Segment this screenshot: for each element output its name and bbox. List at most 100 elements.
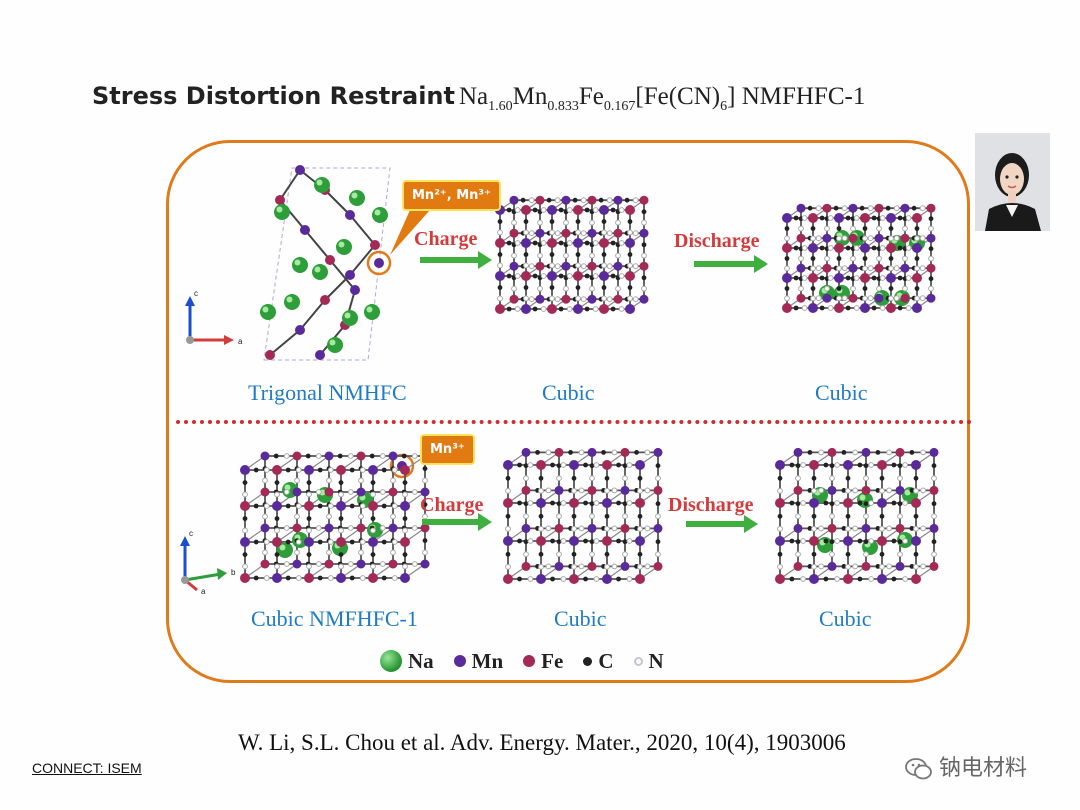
- top-cubic-discharged-fe-atom: [808, 273, 818, 283]
- bottom-cubic-discharged-mn-atom: [911, 460, 921, 470]
- bottom-cubic-discharged-c-atom: [823, 462, 829, 468]
- bottom-cubic-pristine-c-atom: [285, 539, 291, 545]
- top-cubic-charged-n-atom: [514, 306, 521, 312]
- legend-item-na: Na: [380, 649, 434, 674]
- bottom-cubic-discharged-c-atom: [879, 513, 885, 519]
- top-cubic-discharged-mn-atom: [860, 243, 870, 253]
- bottom-cubic-discharged-c-atom: [829, 539, 835, 545]
- bottom-cubic-discharged-fe-atom: [911, 574, 921, 584]
- title-bold: Stress Distortion Restraint: [92, 82, 455, 110]
- top-cubic-discharged-mn-atom: [900, 203, 910, 213]
- bottom-cubic-charged-c-atom: [616, 462, 621, 468]
- bottom-cubic-pristine-c-atom: [306, 516, 312, 521]
- bottom-cubic-discharged-c-atom: [931, 463, 937, 469]
- top-cubic-discharged-fe-atom: [796, 233, 806, 243]
- top-cubic-charged-c-atom: [523, 252, 529, 257]
- bottom-cubic-discharged-c-atom: [823, 500, 829, 506]
- bottom-cubic-discharged-n-atom: [863, 551, 869, 558]
- top-charge-arrow-head: [478, 251, 492, 269]
- bottom-cubic-pristine-n-atom: [338, 563, 344, 570]
- top-cubic-discharged-n-atom: [836, 235, 842, 242]
- bottom-cubic-charged-c-atom: [637, 551, 643, 557]
- legend-label-fe: Fe: [541, 648, 564, 673]
- bottom-cubic-pristine-c-atom: [253, 575, 259, 581]
- bottom-b-axis: [184, 572, 222, 582]
- bottom-charge-label: Charge: [420, 494, 484, 516]
- top-cubic-discharged-c-atom: [871, 245, 877, 251]
- bottom-cubic-discharged-c-atom: [897, 539, 903, 545]
- top-cubic-charged-mn-atom: [535, 294, 545, 304]
- bottom-cubic-charged-n-atom: [527, 462, 534, 468]
- top-cubic-discharged-n-atom: [902, 255, 908, 262]
- bottom-cubic-discharged-c-atom: [823, 538, 829, 544]
- top-cubic-charged-n-atom: [618, 207, 625, 213]
- top-axis-triad-origin: [186, 336, 194, 344]
- bottom-cubic-discharged-n-atom: [845, 525, 851, 532]
- na-highlight: [276, 206, 283, 213]
- top-cubic-discharged-mn-atom: [886, 273, 896, 283]
- top-cubic-charged-c-atom: [549, 285, 555, 290]
- trigonal-metal-atom: [265, 350, 275, 360]
- bottom-cubic-charged-c-atom: [622, 539, 628, 545]
- bottom-cubic-pristine-mn-atom: [292, 559, 302, 569]
- bottom-cubic-charged-mn-atom: [503, 536, 513, 546]
- bottom-cubic-discharged-n-atom: [920, 563, 927, 570]
- bottom-cubic-charged-c-atom: [622, 463, 628, 469]
- bottom-cubic-pristine-fe-atom: [356, 523, 366, 533]
- bottom-cubic-discharged-n-atom: [902, 500, 909, 506]
- bottom-cubic-discharged-n-atom: [879, 525, 885, 532]
- na-highlight: [338, 241, 345, 248]
- top-cubic-discharged-c-atom: [833, 205, 839, 211]
- top-cubic-charged-n-atom: [641, 252, 647, 259]
- top-cubic-charged-n-atom: [601, 262, 607, 269]
- bottom-cubic-pristine-n-atom: [347, 525, 354, 531]
- top-cubic-discharged-n-atom: [879, 305, 886, 311]
- bottom-cubic-discharged-n-atom: [834, 500, 841, 506]
- top-cubic-discharged-mn-atom: [782, 213, 792, 223]
- bottom-cubic-discharged-mn-atom: [929, 523, 939, 533]
- bottom-cubic-charged-mn-atom: [653, 523, 663, 533]
- bottom-cubic-pristine-c-atom: [422, 466, 428, 471]
- bottom-cubic-pristine-n-atom: [358, 549, 364, 556]
- top-cubic-charged-fe-atom: [587, 261, 597, 271]
- trigonal-bond: [269, 329, 301, 356]
- top-cubic-discharged-c-atom: [793, 215, 799, 221]
- bottom-cubic-pristine-fe-atom: [272, 465, 282, 475]
- bottom-cubic-pristine-n-atom: [315, 525, 322, 531]
- bottom-cubic-discharged-mn-atom: [827, 561, 837, 571]
- bottom-cubic-charged-n-atom: [626, 500, 633, 506]
- bottom-cubic-discharged-c-atom: [777, 475, 783, 481]
- top-cubic-charged-n-atom: [618, 306, 625, 312]
- top-cubic-discharged-c-atom: [888, 286, 894, 291]
- bottom-cubic-pristine-fe-atom: [304, 501, 314, 511]
- top-cubic-discharged-mn-atom: [822, 233, 832, 243]
- bottom-cubic-pristine-c-atom: [285, 503, 291, 509]
- bottom-cubic-charged-c-atom: [568, 450, 573, 455]
- top-cubic-charged-n-atom: [511, 285, 517, 292]
- bottom-cubic-pristine-c-atom: [401, 453, 407, 459]
- top-cubic-discharged-c-atom: [871, 215, 877, 221]
- top-cubic-charged-n-atom: [528, 230, 535, 237]
- top-cubic-charged-n-atom: [592, 273, 599, 279]
- top-cubic-discharged-fe-atom: [874, 263, 884, 273]
- bottom-cubic-charged-c-atom: [655, 463, 661, 469]
- footer-connect[interactable]: CONNECT: ISEM: [32, 760, 142, 776]
- bottom-cubic-charged-c-atom: [589, 501, 595, 507]
- top-cubic-discharged-mn-atom: [796, 263, 806, 273]
- top-cubic-charged-n-atom: [537, 252, 543, 259]
- bottom-cubic-discharged-c-atom: [891, 576, 897, 582]
- bottom-cubic-pristine-c-atom: [349, 503, 355, 509]
- bottom-cubic-charged-c-atom: [523, 539, 529, 545]
- bottom-cubic-pristine-n-atom: [358, 513, 364, 520]
- bottom-cubic-charged-n-atom: [637, 563, 643, 570]
- top-cubic-charged-mn-atom: [509, 195, 519, 205]
- bottom-cubic-discharged-n-atom: [845, 487, 851, 494]
- trigonal-na: [336, 239, 352, 255]
- bottom-axis-label: b: [231, 568, 236, 577]
- legend-label-c: C: [598, 648, 614, 673]
- top-cubic-discharged-fe-atom: [808, 213, 818, 223]
- top-charge-arrow: [420, 257, 480, 263]
- bottom-cubic-discharged-mn-atom: [861, 447, 871, 457]
- n-dot-icon: [633, 656, 643, 666]
- top-cubic-discharged-mn-atom: [808, 243, 818, 253]
